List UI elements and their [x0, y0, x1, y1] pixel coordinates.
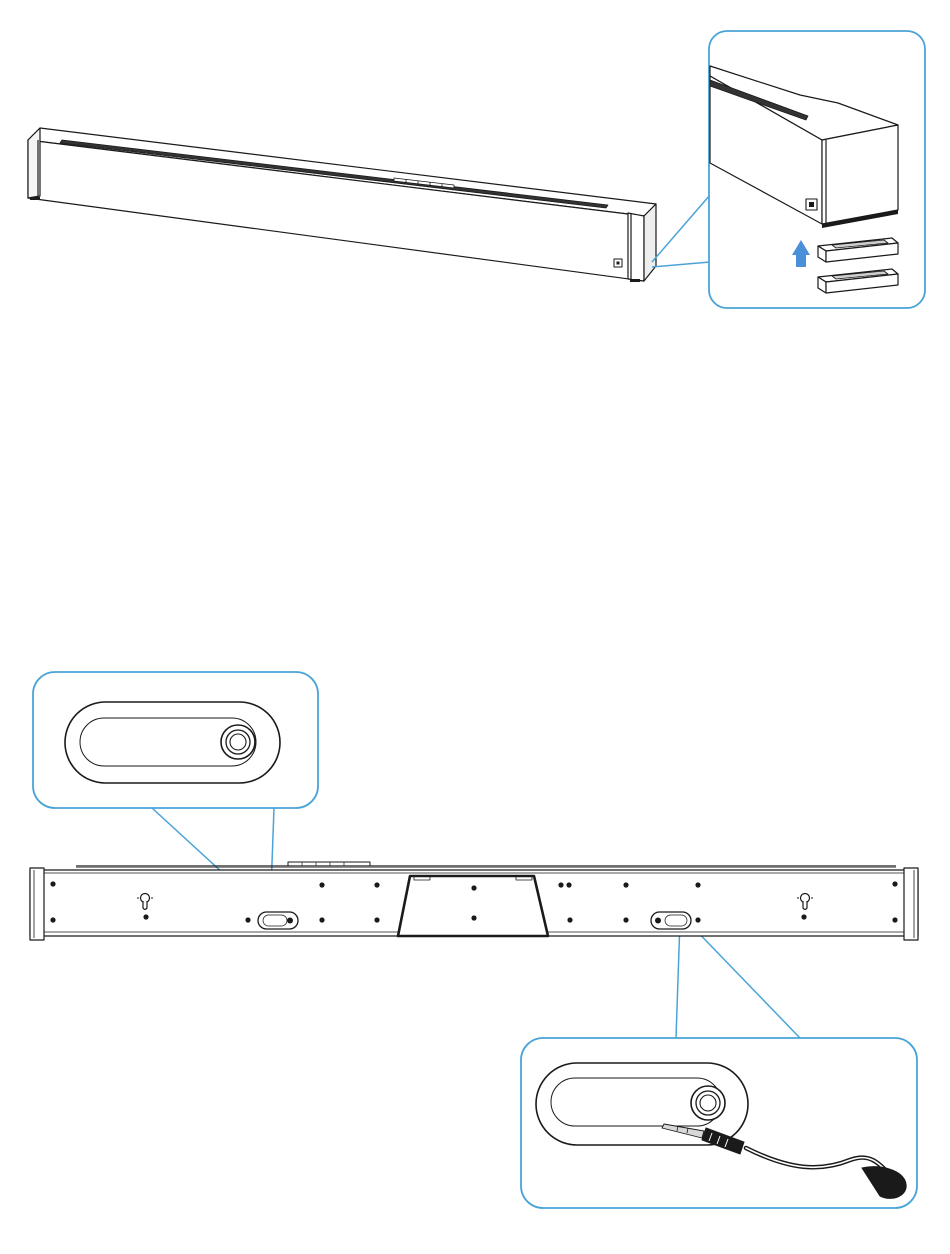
cable-slot-detail	[33, 672, 318, 808]
right-cable-slot	[651, 912, 691, 929]
jack-socket-icon	[691, 1086, 725, 1120]
jack-socket-icon	[221, 725, 255, 759]
soundbar-front-view	[28, 128, 656, 282]
left-cable-slot	[258, 912, 298, 929]
detachable-feet-detail	[709, 31, 925, 308]
left-foot	[30, 197, 40, 200]
soundbar-rear-view	[30, 862, 918, 940]
right-foot	[630, 279, 640, 282]
top-callout-leader	[652, 195, 710, 267]
cable-slot-with-audio-plug-detail	[521, 1038, 917, 1208]
